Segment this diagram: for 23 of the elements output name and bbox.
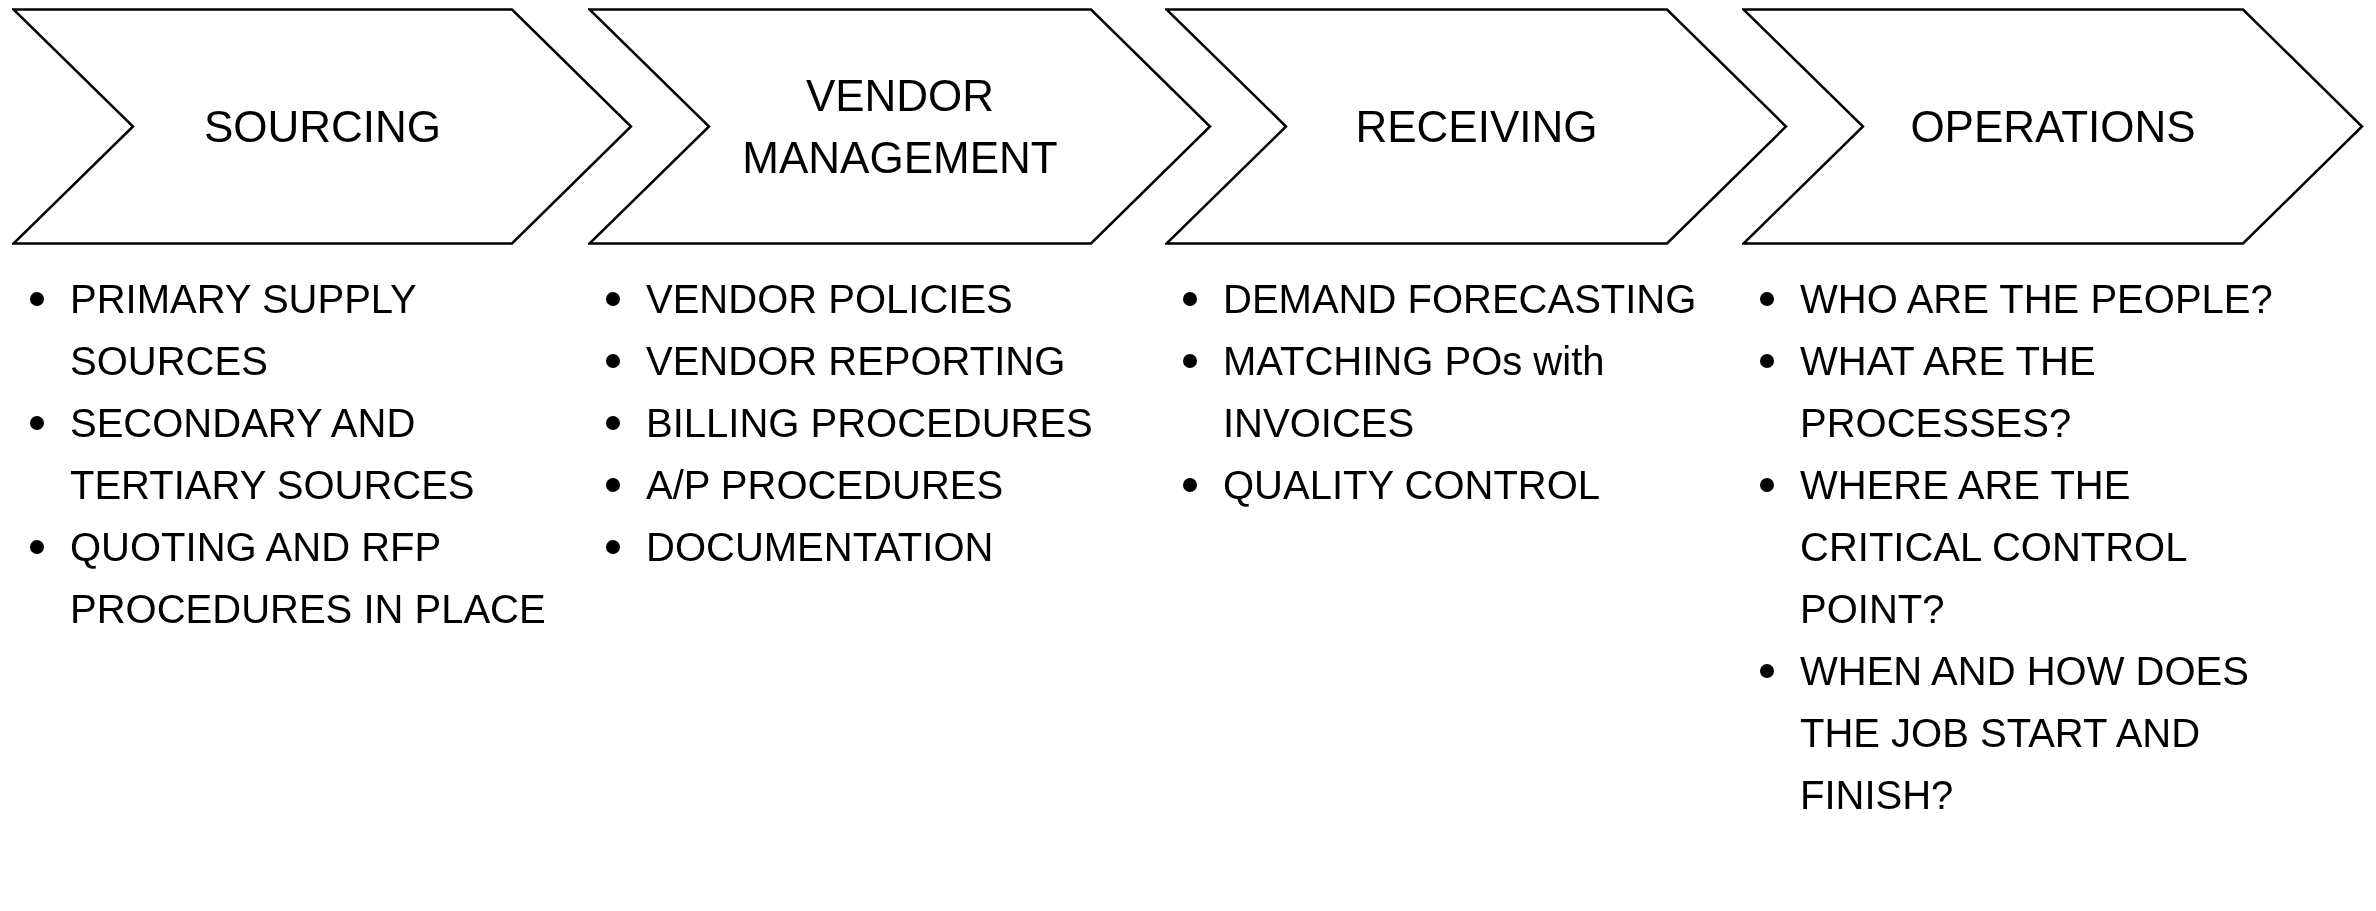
- chevron-shape: [12, 8, 633, 245]
- bullet-text: DEMAND FORECASTING: [1223, 277, 1697, 321]
- bullet-text: WHAT ARE THE PROCESSES?: [1800, 339, 2096, 445]
- bullet-text: QUOTING AND RFP PROCEDURES IN PLACE: [70, 525, 546, 631]
- bullet-text: A/P PROCEDURES: [646, 463, 1004, 507]
- chevron-shape: [588, 8, 1212, 245]
- bullet-text: SECONDARY AND TERTIARY SOURCES: [70, 401, 475, 507]
- bullet-text: WHO ARE THE PEOPLE?: [1800, 277, 2273, 321]
- stage-title: RECEIVING: [1355, 100, 1598, 153]
- bullet-text: DOCUMENTATION: [646, 525, 994, 569]
- bullet-text: MATCHING POs with INVOICES: [1223, 339, 1605, 445]
- bullet-text: VENDOR REPORTING: [646, 339, 1066, 383]
- bullet-text: VENDOR POLICIES: [646, 277, 1013, 321]
- bullet-text: QUALITY CONTROL: [1223, 463, 1601, 507]
- stage-title: VENDOR MANAGEMENT: [741, 69, 1059, 184]
- bullet-text: BILLING PROCEDURES: [646, 401, 1093, 445]
- bullet-text: WHERE ARE THE CRITICAL CONTROL POINT?: [1800, 463, 2186, 631]
- chevron-shape: [1742, 8, 2364, 245]
- stage-title: SOURCING: [203, 100, 442, 153]
- stage-title: OPERATIONS: [1910, 100, 2196, 153]
- bullet-text: WHEN AND HOW DOES THE JOB START AND FINISH?: [1800, 649, 2249, 817]
- bullet-text: PRIMARY SUPPLY SOURCES: [70, 277, 417, 383]
- chevron-shape: [1165, 8, 1788, 245]
